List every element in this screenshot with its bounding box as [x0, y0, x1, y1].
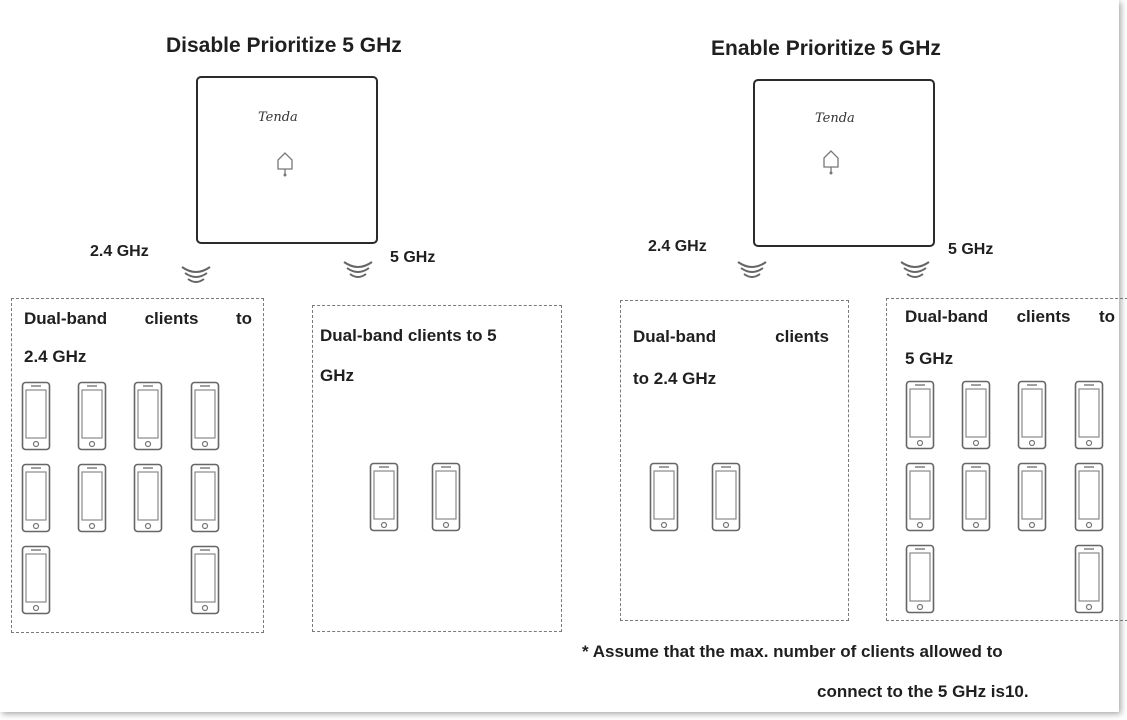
phone-icon [133, 463, 163, 533]
phone-icon [21, 463, 51, 533]
right-brand-logo: Tenda [815, 111, 855, 126]
left-box-5ghz: Dual-band clients to 5 GHz [312, 305, 562, 632]
left-box-24-line2: 2.4 GHz [24, 347, 87, 366]
phone-icon [1074, 380, 1104, 450]
left-band-5-label: 5 GHz [390, 249, 436, 266]
right-box-5-line2: 5 GHz [905, 349, 954, 368]
phone-icon [1017, 380, 1047, 450]
wifi-waves-icon [737, 261, 767, 278]
bell-icon [823, 150, 839, 175]
word: to [1098, 307, 1115, 326]
word: Dual-band [24, 309, 108, 328]
phone-icon [77, 463, 107, 533]
phone-icon [905, 380, 935, 450]
phone-icon [1074, 544, 1104, 614]
left-box-24-line1: Dual-band clients to [24, 301, 252, 337]
phone-icon [190, 545, 220, 615]
phone-icon [1074, 462, 1104, 532]
phone-icon [21, 381, 51, 451]
phone-icon [961, 380, 991, 450]
phone-icon [905, 462, 935, 532]
left-box-5-line1: Dual-band clients to 5 [320, 326, 497, 345]
left-band-24-label: 2.4 GHz [90, 243, 149, 260]
right-box-24-line2: to 2.4 GHz [633, 369, 717, 388]
phone-icon [649, 462, 679, 532]
right-box-5ghz: Dual-band clients to 5 GHz [886, 298, 1127, 621]
phone-icon [431, 462, 461, 532]
left-title: Disable Prioritize 5 GHz [166, 34, 402, 57]
right-title: Enable Prioritize 5 GHz [711, 37, 941, 60]
phone-icon [905, 544, 935, 614]
phone-icon [711, 462, 741, 532]
bell-icon [277, 152, 293, 177]
wifi-waves-icon [181, 266, 211, 283]
wifi-waves-icon [900, 261, 930, 278]
word: clients [775, 327, 829, 346]
left-brand-logo: Tenda [258, 110, 298, 125]
phone-icon [1017, 462, 1047, 532]
phone-icon [21, 545, 51, 615]
note-line1: * Assume that the max. number of clients… [582, 642, 1003, 661]
word: to [235, 309, 252, 328]
wifi-waves-icon [343, 261, 373, 278]
left-box-5-line2: GHz [320, 366, 354, 385]
right-band-24-label: 2.4 GHz [648, 238, 707, 255]
right-box-24ghz: Dual-band clients to 2.4 GHz [620, 300, 849, 621]
phone-icon [961, 462, 991, 532]
phone-icon [190, 463, 220, 533]
right-access-point: Tenda [753, 79, 935, 247]
left-box-24ghz: Dual-band clients to 2.4 GHz [11, 298, 264, 633]
word: Dual-band [633, 327, 717, 346]
word: clients [144, 309, 199, 328]
phone-icon [369, 462, 399, 532]
right-box-24-line1: Dual-band clients [633, 319, 829, 355]
note-line2: connect to the 5 GHz is10. [817, 682, 1029, 701]
phone-icon [133, 381, 163, 451]
left-access-point: Tenda [196, 76, 378, 244]
word: clients [1016, 307, 1071, 326]
phone-icon [77, 381, 107, 451]
word: Dual-band [905, 307, 989, 326]
right-band-5-label: 5 GHz [948, 241, 994, 258]
phone-icon [190, 381, 220, 451]
right-box-5-line1: Dual-band clients to [905, 299, 1115, 335]
